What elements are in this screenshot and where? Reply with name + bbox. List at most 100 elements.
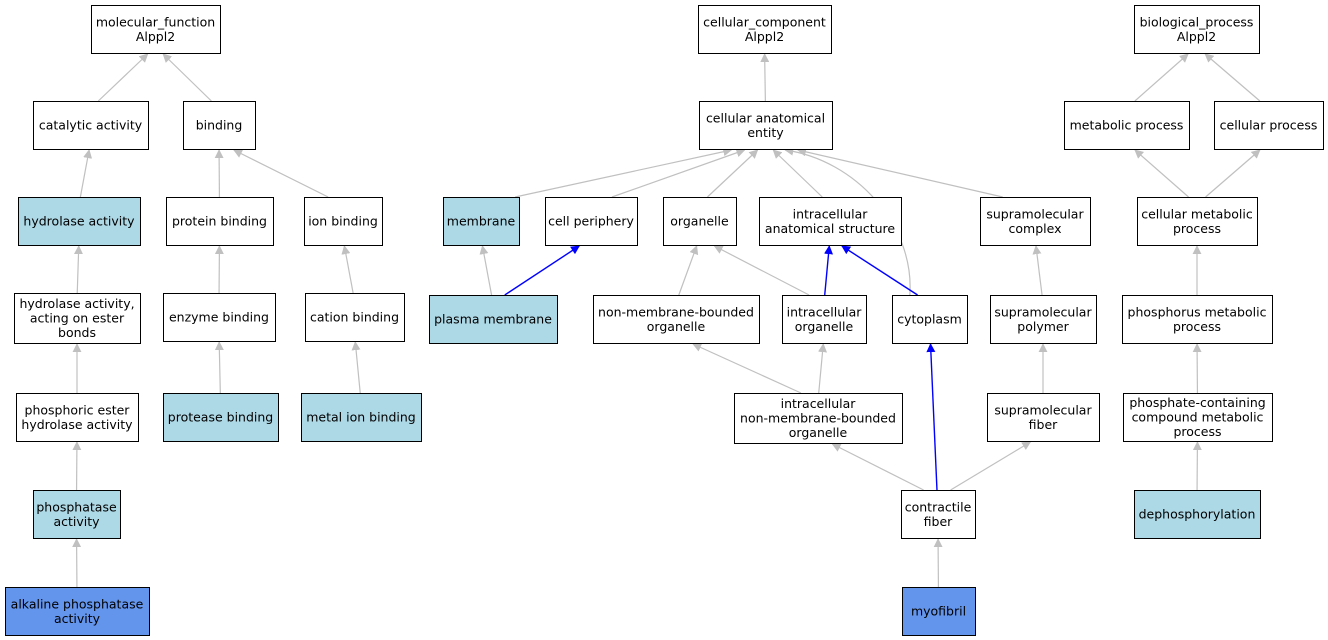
node-hydrolase[interactable]: hydrolase activity [18, 197, 141, 246]
edge-organelle-to-cae [707, 149, 759, 198]
node-label: molecular_function [96, 14, 215, 29]
node-label: compound metabolic [1132, 410, 1264, 425]
edge-ionbinding-to-binding [233, 149, 329, 198]
node-label: bonds [58, 325, 96, 340]
node-label: process [1173, 221, 1221, 236]
node-box [1137, 197, 1258, 246]
node-box [980, 197, 1091, 246]
node-label: process [1173, 424, 1221, 439]
edge-intranonmem-to-nonmemorg [692, 343, 802, 394]
node-dephos[interactable]: dephosphorylation [1134, 490, 1261, 539]
edge-plasmamembrane-to-membrane [479, 245, 493, 296]
edge-cellproc-to-bp [1204, 53, 1261, 102]
node-box [5, 587, 150, 636]
node-box [429, 295, 558, 344]
node-box [304, 197, 383, 246]
node-box [1064, 101, 1190, 150]
edge-plasmamembrane-to-cellperiphery [504, 245, 580, 296]
node-box [892, 295, 968, 344]
node-cellperiphery[interactable]: cell periphery [545, 197, 638, 246]
node-box [1134, 490, 1261, 539]
node-metalion[interactable]: metal ion binding [301, 393, 422, 442]
node-proteasebinding[interactable]: protease binding [163, 393, 279, 442]
node-label: protease binding [168, 410, 273, 425]
node-label: complex [1009, 221, 1062, 236]
edge-hydrolase_ester-to-hydrolase [74, 245, 83, 294]
node-box [901, 490, 976, 539]
edge-proteasebinding-to-enzymebinding [214, 341, 224, 394]
node-cellproc[interactable]: cellular process [1214, 101, 1324, 150]
edge-supracomplex-to-cae [796, 147, 1003, 198]
edges-layer [72, 53, 1261, 588]
node-label: supramolecular [986, 206, 1084, 221]
node-membrane[interactable]: membrane [443, 197, 520, 246]
node-label: Alppl2 [1177, 29, 1216, 44]
node-box [593, 295, 760, 344]
node-catalytic[interactable]: catalytic activity [33, 101, 149, 150]
node-enzymebinding[interactable]: enzyme binding [163, 293, 276, 342]
node-label: supramolecular [994, 304, 1092, 319]
node-label: protein binding [172, 214, 267, 229]
node-label: ion binding [308, 214, 378, 229]
edge-ias-to-cae [772, 149, 823, 198]
edge-hydrolase-to-catalytic [79, 149, 93, 198]
node-myofibril[interactable]: myofibril [902, 587, 976, 636]
node-box [163, 393, 279, 442]
node-box [183, 101, 256, 150]
node-box [1123, 393, 1273, 442]
node-box [166, 197, 274, 246]
edge-catalytic-to-mf [97, 53, 149, 102]
node-cationbinding[interactable]: cation binding [305, 293, 405, 342]
node-label: activity [54, 611, 101, 626]
node-label: Alppl2 [136, 29, 175, 44]
node-ionbinding[interactable]: ion binding [304, 197, 383, 246]
node-box [16, 393, 139, 442]
edge-metalion-to-cationbinding [351, 341, 361, 394]
node-box [443, 197, 520, 246]
node-box [33, 101, 149, 150]
node-label: binding [196, 118, 243, 133]
node-intranonmem[interactable]: intracellularnon-membrane-boundedorganel… [734, 393, 903, 444]
node-label: activity [53, 514, 100, 529]
node-box [33, 490, 121, 539]
node-binding[interactable]: binding [183, 101, 256, 150]
node-label: dephosphorylation [1139, 507, 1256, 522]
node-label: cellular_component [703, 14, 826, 29]
node-organelle[interactable]: organelle [663, 197, 737, 246]
node-label: intracellular [781, 396, 857, 411]
node-label: fiber [1029, 417, 1058, 432]
node-box [699, 101, 833, 150]
node-label: non-membrane-bounded [598, 304, 754, 319]
node-box [663, 197, 737, 246]
node-label: anatomical structure [765, 221, 895, 236]
node-proteinbinding[interactable]: protein binding [166, 197, 274, 246]
node-label: supramolecular [994, 402, 1092, 417]
node-label: organelle [789, 425, 848, 440]
node-metabolic[interactable]: metabolic process [1064, 101, 1190, 150]
node-box [698, 5, 832, 54]
node-label: phosphorus metabolic [1128, 304, 1267, 319]
node-cytoplasm[interactable]: cytoplasm [892, 295, 968, 344]
node-box [990, 295, 1097, 344]
node-plasmamembrane[interactable]: plasma membrane [429, 295, 558, 344]
node-box [301, 393, 422, 442]
